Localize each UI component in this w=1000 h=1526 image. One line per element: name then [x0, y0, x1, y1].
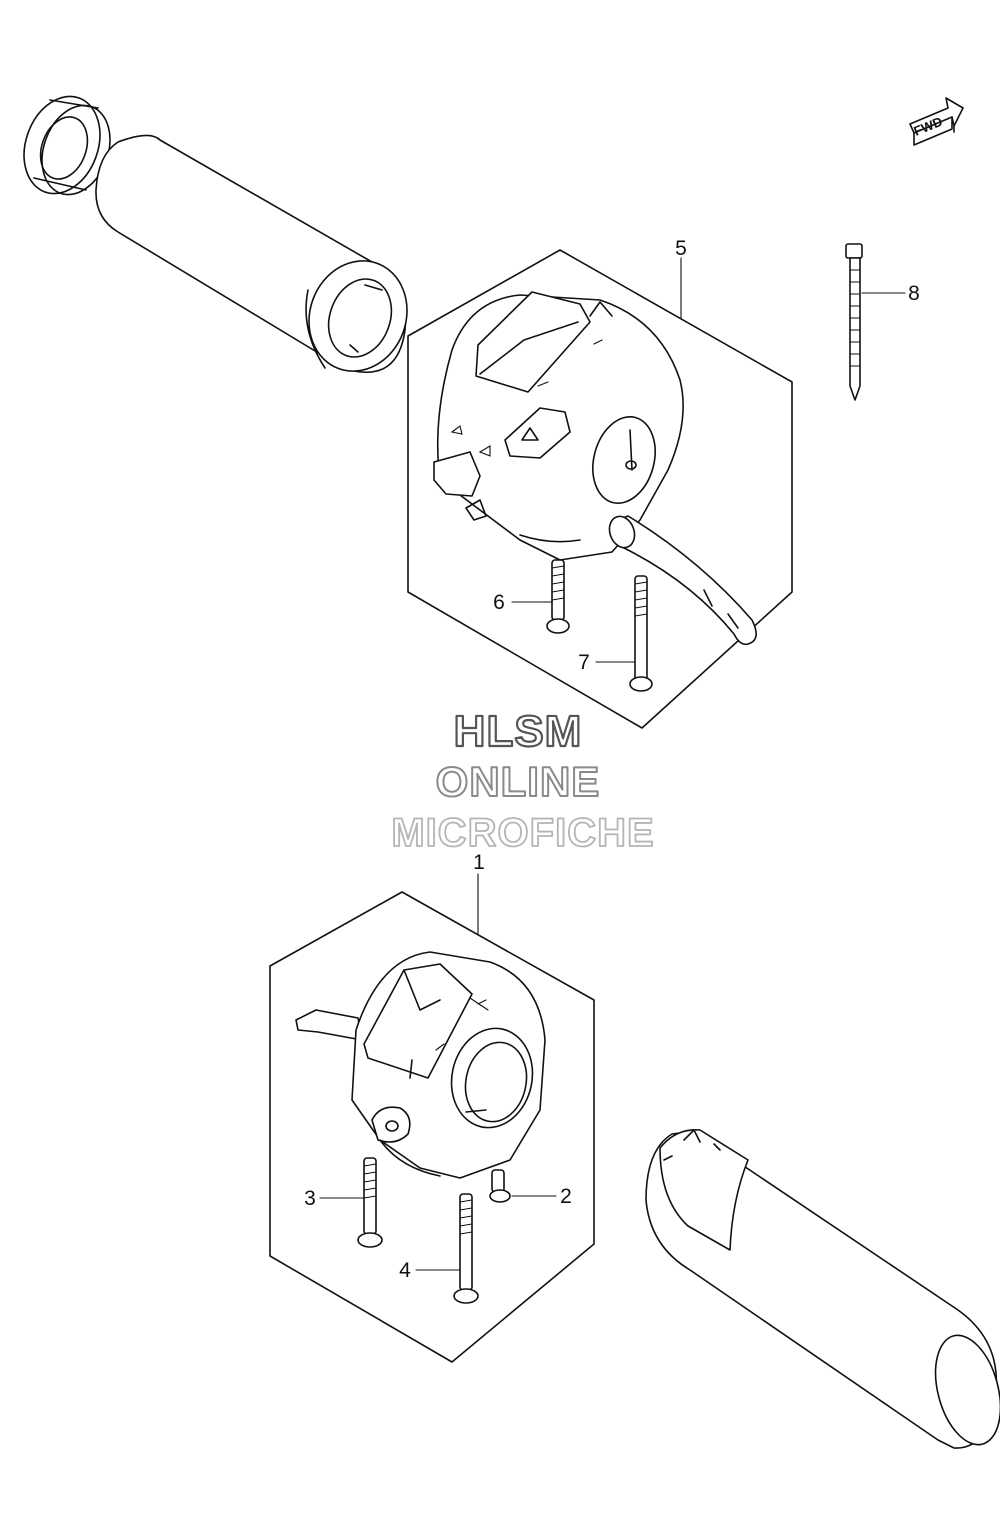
watermark-line-3: MICROFICHE — [391, 811, 654, 855]
item-5-group — [407, 249, 793, 729]
screw-6 — [546, 559, 570, 634]
callout-7: 7 — [578, 651, 590, 674]
item-1-group — [269, 891, 595, 1363]
watermark: HLSM ONLINE MICROFICHE — [390, 706, 654, 856]
cable-tie-8 — [845, 243, 863, 401]
left-handlebar-switch — [295, 951, 546, 1179]
screw-4 — [453, 1193, 479, 1304]
fwd-arrow-icon: FWD — [909, 97, 964, 146]
callout-2: 2 — [560, 1185, 572, 1208]
left-grip — [95, 134, 408, 374]
callouts: 5 8 6 7 1 3 2 4 — [304, 237, 920, 1282]
callout-1: 1 — [473, 851, 485, 874]
callout-6: 6 — [493, 591, 505, 614]
screw-7 — [629, 575, 653, 692]
right-handlebar-switch — [433, 291, 757, 646]
leader-lines — [319, 257, 906, 1271]
watermark-line-1: HLSM — [454, 707, 583, 756]
callout-5: 5 — [675, 237, 687, 260]
screw-2 — [489, 1169, 511, 1203]
screw-3 — [357, 1157, 383, 1248]
callout-3: 3 — [304, 1187, 316, 1210]
throttle-grip — [645, 1129, 1000, 1449]
watermark-line-2: ONLINE — [436, 758, 601, 805]
callout-8: 8 — [908, 282, 920, 305]
callout-4: 4 — [399, 1259, 411, 1282]
